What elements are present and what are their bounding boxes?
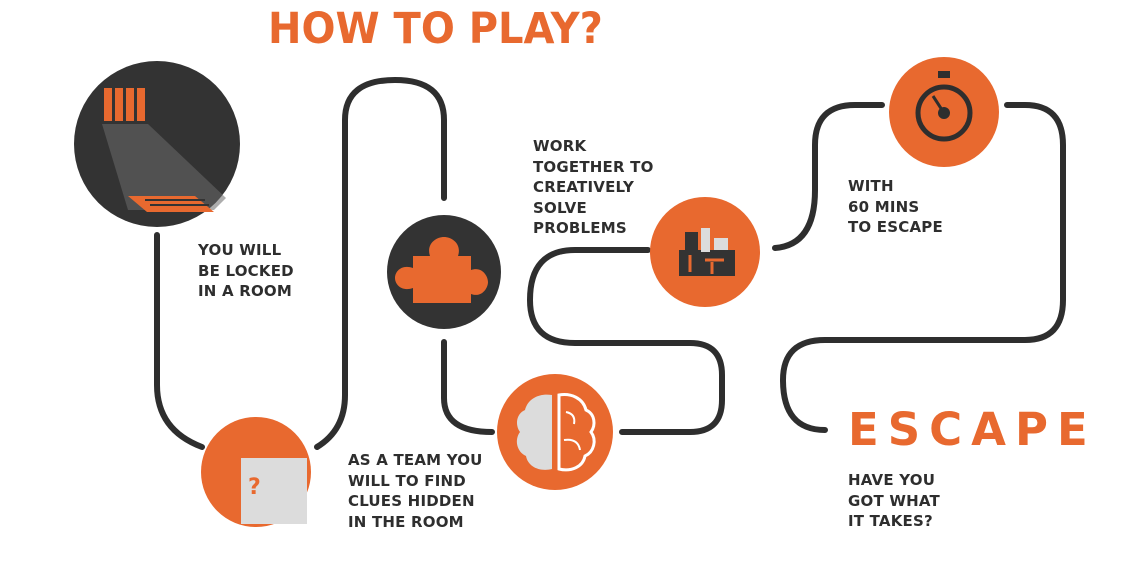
question-mark: ?	[248, 475, 261, 500]
brain-icon	[497, 374, 613, 490]
page-title: HOW TO PLAY?	[268, 4, 603, 54]
stopwatch-icon	[889, 57, 999, 167]
connector-path	[154, 76, 1066, 450]
question-box-icon: ?	[201, 417, 311, 527]
blocks-icon	[650, 197, 760, 307]
puzzle-piece-icon	[387, 215, 501, 329]
jail-cell-icon	[74, 61, 240, 227]
escape-heading: ESCAPE	[848, 403, 1097, 456]
